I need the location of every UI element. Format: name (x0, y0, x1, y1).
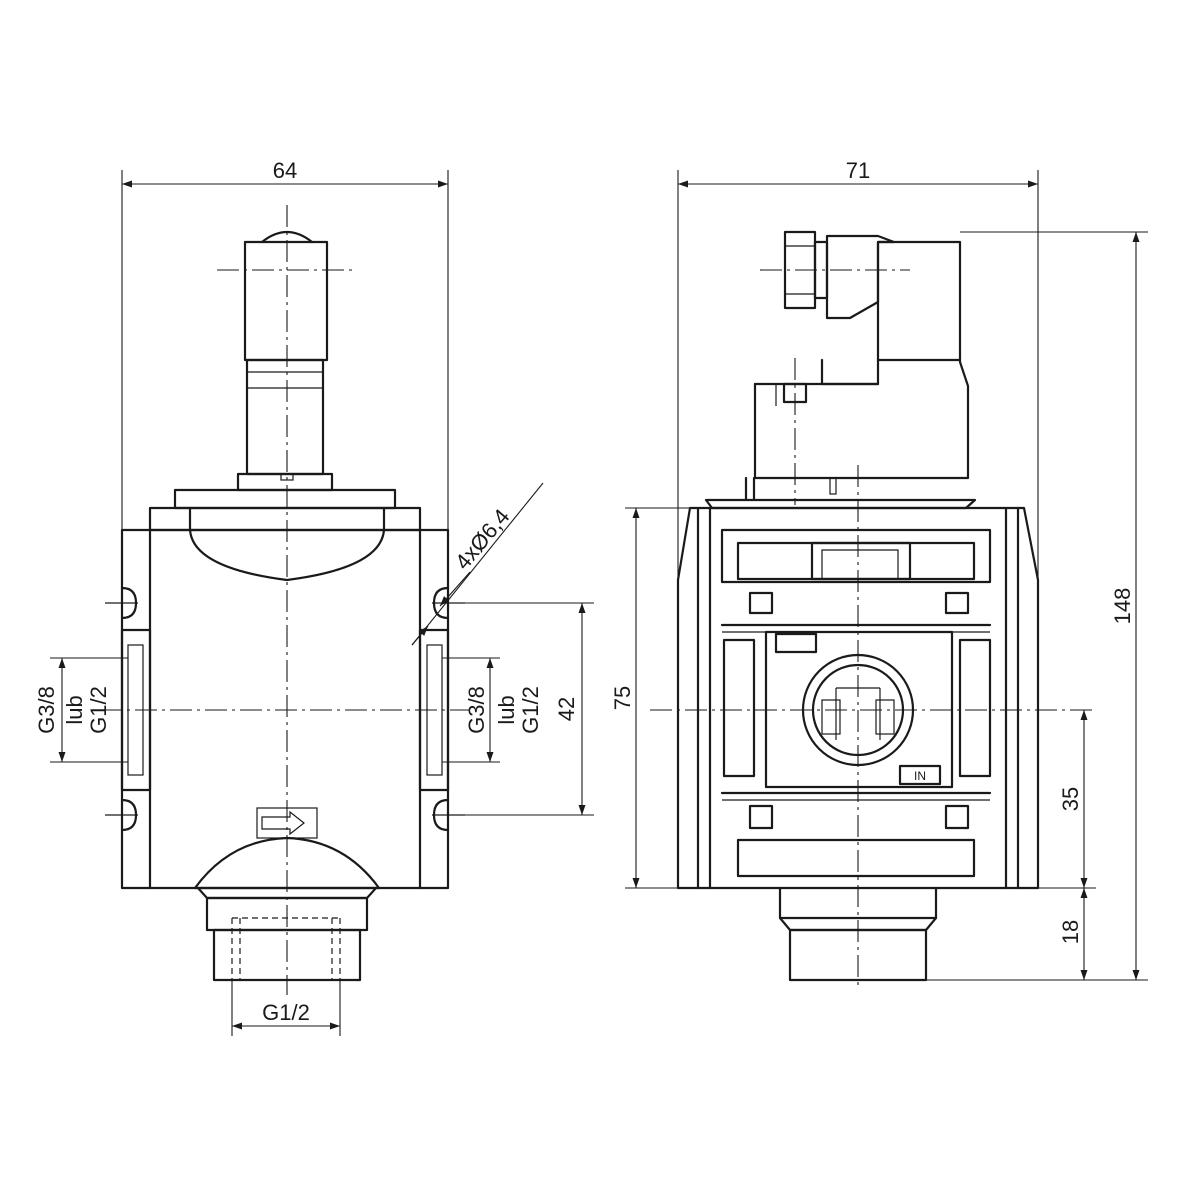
dimension-body-height: 75 (610, 686, 635, 710)
side-view: IN 71 7 (610, 158, 1148, 990)
left-port-thread-1: G3/8 (34, 686, 59, 734)
dimension-hole-spacing: 42 (554, 697, 579, 721)
right-port-thread-1: G3/8 (464, 686, 489, 734)
bottom-port-thread: G1/2 (262, 1000, 310, 1025)
valve-body-side: IN (676, 506, 1040, 890)
inlet-marking: IN (914, 769, 926, 783)
connector-plug (704, 230, 977, 510)
solenoid-coil (173, 230, 397, 510)
left-port-thread-2: G1/2 (86, 686, 111, 734)
dimension-bottom-height: 18 (1058, 920, 1083, 944)
valve-body (105, 506, 465, 890)
front-view: 64 4xØ6,4 42 G3/8 lub G1/2 G3/8 lub G1/2… (34, 158, 594, 1036)
bottom-port (193, 836, 381, 982)
hole-callout: 4xØ6,4 (450, 504, 515, 574)
right-port-thread-2: G1/2 (518, 686, 543, 734)
bottom-port-side (778, 886, 938, 982)
dimension-width-front: 64 (273, 158, 297, 183)
left-port-lub: lub (62, 695, 87, 724)
dimension-lower-height: 35 (1058, 787, 1083, 811)
dimension-width-side: 71 (846, 158, 870, 183)
right-port-lub: lub (494, 695, 519, 724)
dimension-overall-height: 148 (1110, 588, 1135, 625)
gauge-window-icon (801, 653, 915, 767)
